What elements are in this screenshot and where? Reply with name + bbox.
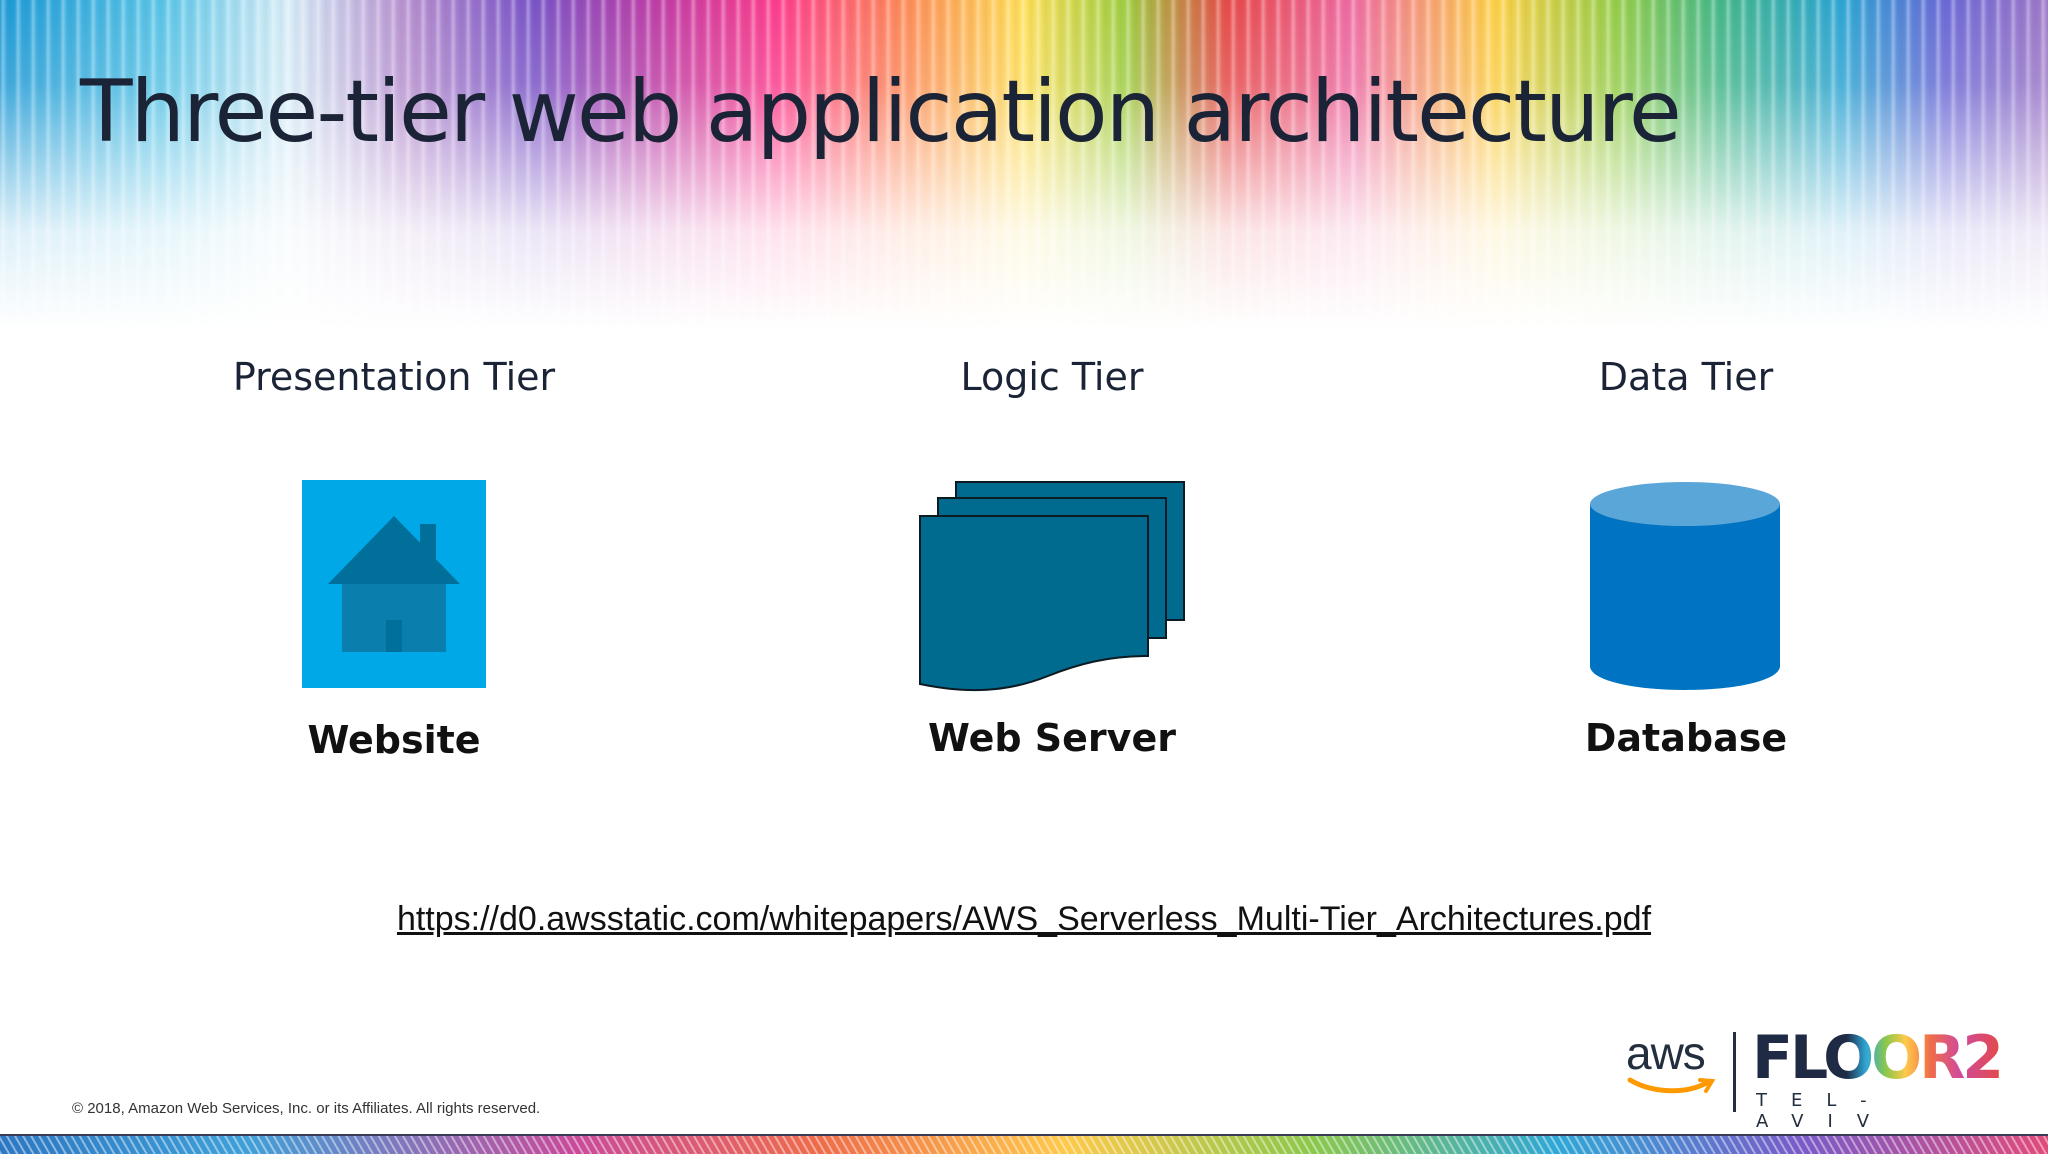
house-icon bbox=[302, 480, 486, 688]
aws-logo: aws bbox=[1626, 1030, 1726, 1100]
footer-rainbow-stripe bbox=[0, 1134, 2048, 1154]
presentation-tier-heading: Presentation Tier bbox=[232, 355, 556, 399]
aws-logo-text: aws bbox=[1626, 1027, 1706, 1079]
rainbow-header-banner bbox=[0, 0, 2048, 330]
database-label: Database bbox=[1584, 716, 1788, 760]
floor28-logo: FLOOR28 TEL-AVIV bbox=[1752, 1023, 2043, 1132]
logic-tier-heading: Logic Tier bbox=[960, 355, 1144, 399]
website-label: Website bbox=[307, 718, 481, 762]
web-server-label: Web Server bbox=[928, 716, 1176, 760]
floor28-logo-text: FLOOR28 bbox=[1752, 1023, 2043, 1093]
slide-title: Three-tier web application architecture bbox=[80, 62, 1682, 162]
data-tier-heading: Data Tier bbox=[1598, 355, 1774, 399]
web-server-pages-icon bbox=[919, 481, 1185, 692]
copyright-text: © 2018, Amazon Web Services, Inc. or its… bbox=[72, 1100, 541, 1117]
logo-divider bbox=[1733, 1032, 1736, 1112]
database-cylinder-icon bbox=[1590, 482, 1780, 690]
whitepaper-link[interactable]: https://d0.awsstatic.com/whitepapers/AWS… bbox=[396, 900, 1652, 938]
aws-smile-icon bbox=[1627, 1077, 1716, 1094]
floor28-city-text: TEL-AVIV bbox=[1756, 1090, 1894, 1132]
